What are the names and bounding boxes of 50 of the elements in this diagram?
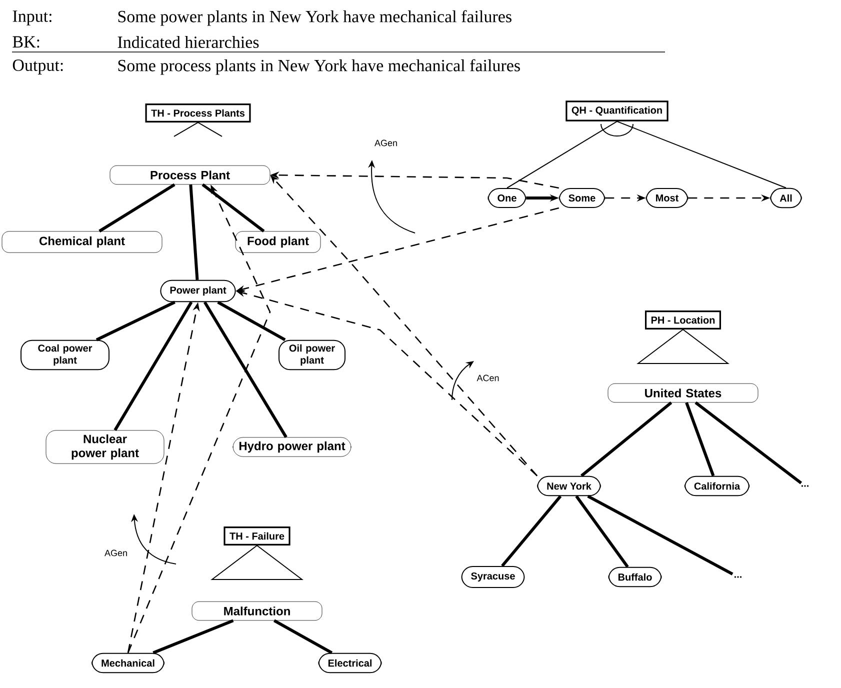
concept-node: Syracuse bbox=[461, 566, 525, 588]
concept-node: Most bbox=[646, 188, 688, 208]
operation-label: ACen bbox=[476, 374, 499, 382]
concept-node: One bbox=[488, 188, 526, 208]
tree-link bbox=[189, 184, 199, 280]
concept-node: Oil power plant bbox=[278, 340, 346, 370]
tree-link bbox=[694, 401, 802, 484]
concept-node: All bbox=[770, 188, 802, 208]
tree-link bbox=[587, 494, 734, 576]
tree-link bbox=[152, 619, 234, 654]
concept-node: Coal power plant bbox=[20, 340, 110, 370]
tree-link bbox=[273, 619, 333, 654]
concept-node: New York bbox=[537, 476, 601, 496]
row-label: Output: bbox=[12, 60, 63, 74]
ellipsis: ... bbox=[802, 485, 808, 487]
concept-node: Some bbox=[558, 188, 606, 208]
tree-link bbox=[501, 495, 562, 567]
concept-node: California bbox=[684, 476, 750, 496]
hierarchy-box: TH - Failure bbox=[224, 526, 290, 546]
concept-node: Electrical bbox=[318, 652, 382, 674]
tree-link bbox=[202, 183, 265, 232]
tree-link bbox=[217, 300, 286, 342]
ellipsis: ... bbox=[734, 576, 742, 578]
operation-label: AGen bbox=[374, 140, 397, 146]
row-label: Input: bbox=[12, 10, 52, 26]
sentence-text: Indicated hierarchies bbox=[118, 36, 259, 48]
concept-node: Nuclear power plant bbox=[46, 430, 164, 464]
concept-node: Food plant bbox=[235, 231, 321, 253]
sentence-text: Some process plants in New York have mechanical failures bbox=[118, 59, 520, 75]
tree-link bbox=[575, 495, 629, 568]
tree-link bbox=[96, 300, 176, 342]
concept-node: Chemical plant bbox=[2, 231, 162, 253]
concept-node: Mechanical bbox=[92, 652, 164, 674]
operation-label: AGen bbox=[104, 550, 127, 556]
concept-node: United States bbox=[608, 383, 758, 403]
tree-link bbox=[114, 301, 193, 431]
concept-node: Buffalo bbox=[608, 566, 662, 588]
tree-link bbox=[98, 183, 176, 232]
tree-link bbox=[685, 402, 715, 476]
hierarchy-box: QH - Quantification bbox=[566, 100, 668, 122]
tree-link bbox=[580, 401, 672, 477]
sentence-text: Some power plants in New York have mechanical failures bbox=[118, 10, 512, 26]
hierarchy-box: TH - Process Plants bbox=[145, 104, 251, 122]
concept-node: Power plant bbox=[160, 280, 236, 302]
tree-link bbox=[203, 301, 288, 438]
concept-node: Hydro power plant bbox=[232, 437, 352, 457]
concept-node: Process Plant bbox=[110, 165, 270, 185]
row-label: BK: bbox=[12, 36, 40, 48]
concept-node: Malfunction bbox=[192, 601, 322, 621]
hierarchy-box: PH - Location bbox=[644, 310, 722, 330]
